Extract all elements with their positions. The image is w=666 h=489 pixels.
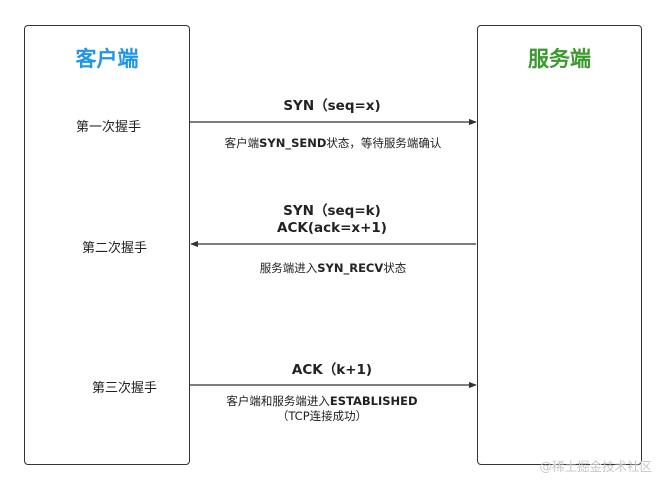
handshake-3-note: 客户端和服务端进入ESTABLISHED （TCP连接成功） xyxy=(226,394,417,424)
handshake-2-message-line-2: ACK(ack=x+1) xyxy=(277,220,387,236)
handshake-3-note-line-1: 客户端和服务端进入ESTABLISHED xyxy=(226,394,417,409)
state-name: ESTABLISHED xyxy=(329,394,418,408)
note-text: 状态，等待服务端确认 xyxy=(326,136,442,150)
state-name: SYN_SEND xyxy=(259,136,327,150)
note-text: 服务端进入 xyxy=(259,261,318,275)
server-title: 服务端 xyxy=(528,47,591,71)
note-text: 状态 xyxy=(383,261,407,275)
step-label-1: 第一次握手 xyxy=(76,120,142,135)
step-label-3: 第三次握手 xyxy=(92,381,158,396)
step-label-2: 第二次握手 xyxy=(82,241,148,256)
handshake-2-message-line-1: SYN（seq=k) xyxy=(283,203,381,219)
handshake-3-note-line-2: （TCP连接成功） xyxy=(276,409,368,423)
note-text: 客户端 xyxy=(224,136,260,150)
server-box: 服务端 xyxy=(477,25,642,465)
handshake-3-message-line: ACK（k+1) xyxy=(291,362,373,378)
handshake-2-note: 服务端进入SYN_RECV状态 xyxy=(260,261,407,276)
client-title: 客户端 xyxy=(75,47,139,71)
client-box: 客户端 xyxy=(24,25,190,465)
handshake-1-message: SYN（seq=x) xyxy=(283,98,380,115)
handshake-1-message-line: SYN（seq=x) xyxy=(283,98,381,114)
handshake-1-note: 客户端SYN_SEND状态，等待服务端确认 xyxy=(225,136,442,151)
handshake-2-message: SYN（seq=k) ACK(ack=x+1) xyxy=(277,203,387,237)
handshake-3-message: ACK（k+1) xyxy=(292,362,372,379)
state-name: SYN_RECV xyxy=(317,261,384,275)
note-text: 客户端和服务端进入 xyxy=(226,394,330,408)
watermark: @稀土掘金技术社区 xyxy=(539,459,652,474)
